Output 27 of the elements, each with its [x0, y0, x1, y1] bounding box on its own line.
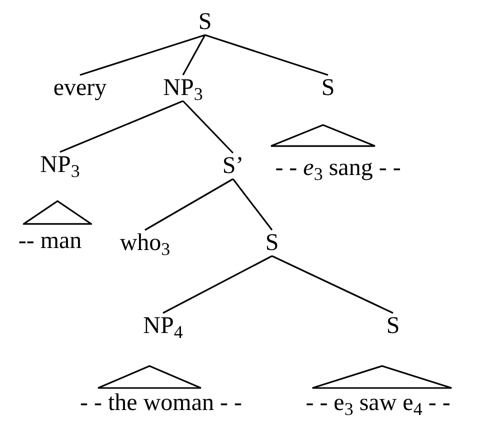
tree-label: - - e$_{3}$ saw e$_{4}$ - -	[306, 390, 450, 416]
tree-branch	[182, 34, 206, 76]
tree-label: every	[53, 75, 107, 101]
tree-label: -- man	[18, 228, 82, 254]
tree-label: S	[321, 75, 335, 101]
tree-label: NP$_{3}$	[40, 152, 80, 178]
tree-label: S	[386, 313, 400, 339]
triangle-shape	[270, 124, 376, 147]
tree-label: S’	[222, 153, 244, 179]
tree-branch	[60, 100, 184, 153]
tree-branch	[162, 255, 272, 314]
tree-branch	[232, 178, 273, 230]
triangle-shape	[23, 200, 92, 225]
tree-label: S	[198, 9, 212, 35]
tree-branch	[272, 255, 394, 314]
tree-branch	[144, 178, 234, 231]
tree-branch	[80, 34, 206, 76]
tree-label: NP$_{4}$	[143, 313, 183, 339]
tree-label: S	[265, 230, 279, 256]
tree-branch	[204, 34, 328, 76]
tree-label: who$_{3}$	[120, 230, 170, 256]
triangle-shape	[97, 365, 202, 389]
tree-label: NP$_{3}$	[163, 75, 203, 101]
tree-label: - - e$_{3}$ sang - -	[275, 155, 401, 181]
tree-label: - - the woman - -	[80, 390, 242, 416]
tree-branch	[182, 100, 234, 154]
triangle-shape	[311, 365, 453, 389]
